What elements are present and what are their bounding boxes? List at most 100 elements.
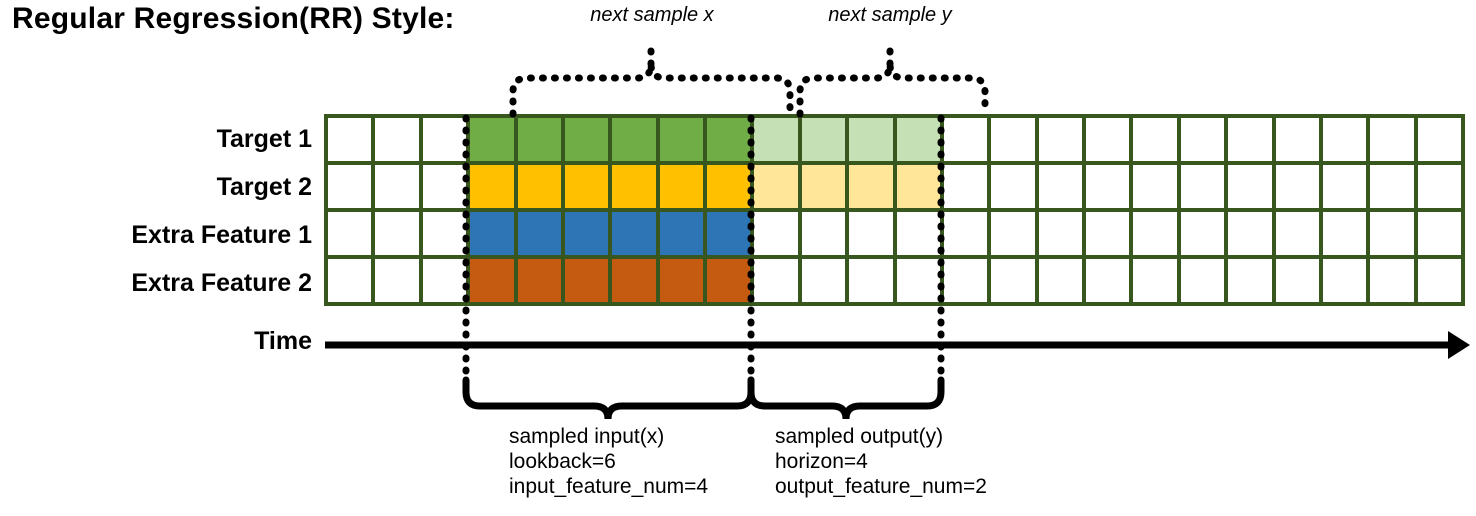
- grid-cell-extra-feature-2-3: [422, 259, 467, 302]
- grid-cell-extra-feature-1-3: [422, 212, 467, 255]
- grid-cell-extra-feature-1-19: [1180, 212, 1225, 255]
- brace-sampled-input: [462, 376, 755, 420]
- grid-cell-extra-feature-1-4: [470, 212, 514, 255]
- grid-cell-extra-feature-1-24: [1417, 212, 1461, 255]
- grid-cell-extra-feature-1-15: [991, 212, 1035, 255]
- row-label-extra-feature-2: Extra Feature 2: [131, 269, 312, 297]
- grid-cell-extra-feature-1-22: [1322, 212, 1367, 255]
- grid-cell-extra-feature-1-8: [659, 212, 703, 255]
- grid-cell-extra-feature-1-13: [896, 212, 940, 255]
- grid-cell-extra-feature-2-9: [707, 259, 751, 302]
- grid-cell-extra-feature-2-22: [1322, 259, 1367, 302]
- grid-cell-target-1-12: [849, 118, 893, 161]
- grid-cell-target-2-10: [754, 165, 798, 208]
- grid-cell-extra-feature-2-11: [801, 259, 846, 302]
- row-label-extra-feature-1: Extra Feature 1: [131, 221, 312, 249]
- caption-input-line3: input_feature_num=4: [509, 475, 709, 498]
- grid-cell-extra-feature-2-17: [1086, 259, 1130, 302]
- grid-cell-extra-feature-2-15: [991, 259, 1035, 302]
- brace-next-sample-x: [509, 63, 794, 118]
- caption-output-line2: horizon=4: [775, 450, 868, 473]
- caption-input-line1: sampled input(x): [509, 425, 665, 448]
- grid-cell-extra-feature-2-12: [849, 259, 893, 302]
- grid-cell-extra-feature-1-18: [1133, 212, 1177, 255]
- grid-cell-extra-feature-2-13: [896, 259, 940, 302]
- grid-cell-target-2-4: [470, 165, 514, 208]
- grid-cell-extra-feature-1-14: [943, 212, 988, 255]
- brace-next-sample-y: [796, 63, 989, 118]
- grid-cell-target-1-11: [801, 118, 846, 161]
- grid-cell-target-2-2: [375, 165, 419, 208]
- grid-cell-extra-feature-2-14: [943, 259, 988, 302]
- grid-cell-target-2-13: [896, 165, 940, 208]
- grid-cell-target-2-3: [422, 165, 467, 208]
- caption-output-line1: sampled output(y): [775, 425, 944, 448]
- grid-cell-target-1-15: [991, 118, 1035, 161]
- grid-cell-extra-feature-2-5: [517, 259, 561, 302]
- grid-cell-target-1-7: [612, 118, 656, 161]
- grid-cell-extra-feature-2-7: [612, 259, 656, 302]
- grid-cell-target-1-13: [896, 118, 940, 161]
- annotation-next-sample-y: next sample y: [828, 4, 952, 26]
- grid-cell-extra-feature-2-16: [1038, 259, 1082, 302]
- grid-cell-extra-feature-2-4: [470, 259, 514, 302]
- grid-cell-target-1-20: [1228, 118, 1272, 161]
- grid-cell-extra-feature-2-19: [1180, 259, 1225, 302]
- grid-cell-target-1-3: [422, 118, 467, 161]
- grid-cell-extra-feature-2-10: [754, 259, 798, 302]
- grid-cell-extra-feature-1-23: [1370, 212, 1414, 255]
- grid-cell-target-1-2: [375, 118, 419, 161]
- grid-cell-extra-feature-2-8: [659, 259, 703, 302]
- grid-cell-extra-feature-1-17: [1086, 212, 1130, 255]
- grid-cell-target-2-15: [991, 165, 1035, 208]
- caption-input-line2: lookback=6: [509, 450, 616, 473]
- grid-cell-target-1-5: [517, 118, 561, 161]
- caption-output-line3: output_feature_num=2: [775, 475, 987, 498]
- timeline-grid: [324, 114, 1465, 306]
- grid-cell-target-2-12: [849, 165, 893, 208]
- grid-cell-target-2-21: [1275, 165, 1319, 208]
- grid-cell-target-1-19: [1180, 118, 1225, 161]
- grid-cell-extra-feature-1-5: [517, 212, 561, 255]
- grid-cell-extra-feature-1-20: [1228, 212, 1272, 255]
- grid-cell-target-1-1: [328, 118, 372, 161]
- grid-cell-target-2-7: [612, 165, 656, 208]
- grid-cell-target-1-8: [659, 118, 703, 161]
- grid-cell-extra-feature-1-2: [375, 212, 419, 255]
- grid-cell-target-2-6: [564, 165, 609, 208]
- grid-cell-target-1-16: [1038, 118, 1082, 161]
- grid-cell-target-1-23: [1370, 118, 1414, 161]
- grid-cell-extra-feature-2-1: [328, 259, 372, 302]
- grid-cell-target-1-4: [470, 118, 514, 161]
- caption-sampled-input: sampled input(x) lookback=6 input_featur…: [509, 424, 708, 499]
- grid-cell-target-2-17: [1086, 165, 1130, 208]
- grid-cell-target-1-10: [754, 118, 798, 161]
- grid-cell-target-1-22: [1322, 118, 1367, 161]
- grid-cell-extra-feature-1-9: [707, 212, 751, 255]
- grid-cell-target-2-5: [517, 165, 561, 208]
- grid-cell-target-2-22: [1322, 165, 1367, 208]
- grid-cell-target-1-14: [943, 118, 988, 161]
- grid-cell-extra-feature-1-21: [1275, 212, 1319, 255]
- grid-cell-target-1-9: [707, 118, 751, 161]
- grid-cell-target-2-24: [1417, 165, 1461, 208]
- grid-cell-target-1-17: [1086, 118, 1130, 161]
- grid-cell-extra-feature-2-20: [1228, 259, 1272, 302]
- grid-cell-extra-feature-1-10: [754, 212, 798, 255]
- grid-cell-target-2-16: [1038, 165, 1082, 208]
- grid-cell-target-2-14: [943, 165, 988, 208]
- grid-cell-extra-feature-2-2: [375, 259, 419, 302]
- grid-cell-target-2-18: [1133, 165, 1177, 208]
- grid-cell-extra-feature-2-24: [1417, 259, 1461, 302]
- grid-cell-extra-feature-1-1: [328, 212, 372, 255]
- grid-cell-extra-feature-1-16: [1038, 212, 1082, 255]
- annotation-next-sample-x: next sample x: [590, 4, 714, 26]
- grid-cell-target-2-1: [328, 165, 372, 208]
- grid-cell-target-1-21: [1275, 118, 1319, 161]
- grid-cell-extra-feature-2-18: [1133, 259, 1177, 302]
- grid-cell-target-1-24: [1417, 118, 1461, 161]
- time-axis-arrow: [325, 331, 1470, 359]
- row-label-target-1: Target 1: [216, 125, 312, 153]
- grid-cell-target-2-19: [1180, 165, 1225, 208]
- grid-cell-extra-feature-1-6: [564, 212, 609, 255]
